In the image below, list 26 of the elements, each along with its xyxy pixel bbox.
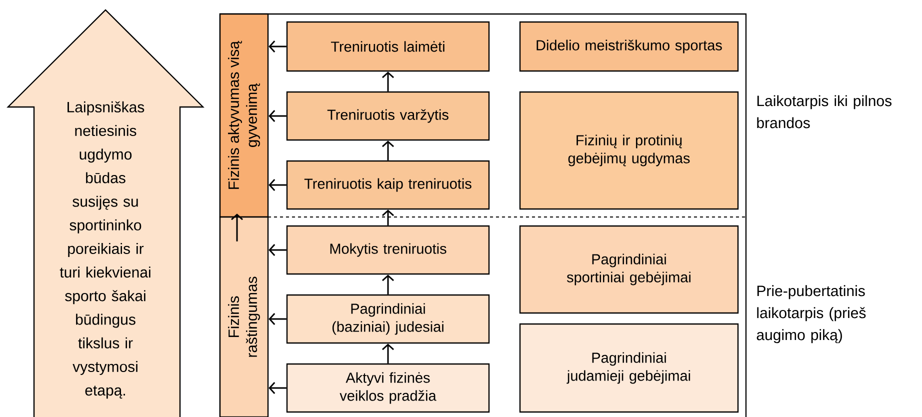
arrow [268,382,286,394]
stage-box: Treniruotis kaip treniruotis [286,160,490,210]
period-label: Laikotarpis iki pilnos brandos [757,95,892,128]
arrow [382,344,394,364]
stage-box: Didelio meistriškumo sportas [519,21,739,72]
arrow [382,274,394,294]
stage-box: Pagrindiniai sportiniai gebėjimai [519,225,739,314]
arrow [382,210,394,226]
arrow [382,140,394,160]
stage-box: Pagrindiniai judamieji gebėjimai [519,323,739,413]
arrow [268,244,286,256]
arrow [268,40,286,52]
stage-box: Pagrindiniai (baziniai) judesiai [286,294,490,344]
arrow [231,214,244,242]
stage-box: Treniruotis varžytis [286,91,490,141]
stage-box: Fizinių ir protinių gebėjimų ugdymas [519,91,739,210]
arrow [382,72,394,92]
vertical-band: Fizinis aktyvumas visą gyvenimą [219,13,269,218]
arrow [268,110,286,122]
stage-box: Treniruotis laimėti [286,21,490,72]
period-label: Prie-pubertatinis laikotarpis (prieš augimo piką) [756,285,866,344]
stage-box: Mokytis treniruotis [286,225,490,275]
arrow [268,312,286,325]
stage-box: Aktyvi fizinės veiklos pradžia [286,363,490,413]
arrow [268,178,286,191]
vertical-band: Fizinis raštingumas [219,216,269,417]
